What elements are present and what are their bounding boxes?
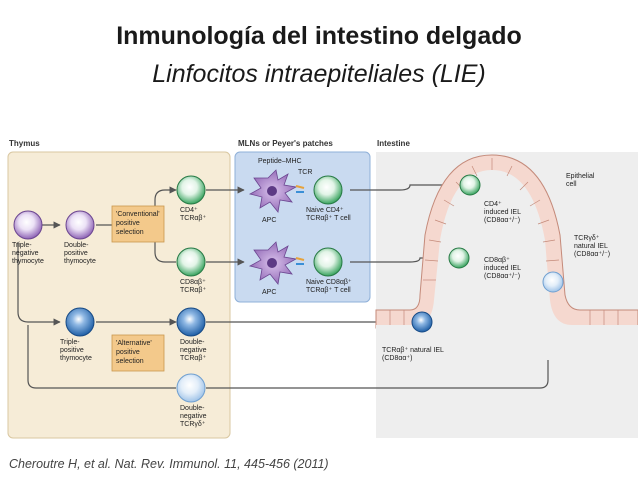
slide-subtitle: Linfocitos intraepiteliales (LIE) — [152, 60, 486, 88]
naive-cd8-t-cell — [313, 247, 343, 277]
epithelial-cell-dividers — [389, 158, 619, 325]
thymus-panel — [7, 151, 231, 439]
tcrgd-natural-iel — [542, 271, 564, 293]
intestine-section-label: Intestine — [377, 139, 410, 148]
villus-core — [376, 170, 638, 360]
peptide-mhc-label: Peptide–MHC — [258, 158, 302, 165]
cd8-iel-label: CD8αβ⁺induced IEL(CD8αα⁺/⁻) — [484, 257, 521, 280]
cd4-thymocyte — [176, 175, 206, 205]
citation: Cheroutre H, et al. Nat. Rev. Immunol. 1… — [9, 457, 329, 471]
cd4-induced-iel — [459, 174, 481, 196]
double-positive-thymocyte — [65, 210, 95, 240]
apc-label-2: APC — [262, 289, 276, 296]
apc-cd4 — [248, 169, 298, 213]
slide-title: Inmunología del intestino delgado — [116, 22, 522, 50]
apc-cd8 — [248, 241, 298, 285]
mln-section-label: MLNs or Peyer's patches — [238, 139, 333, 148]
alternative-selection-box — [111, 334, 165, 372]
cd8-cell-label: CD8αβ⁺TCRαβ⁺ — [180, 279, 206, 294]
cd4-iel-label: CD4⁺induced IEL(CD8αα⁺/⁻) — [484, 201, 521, 224]
triple-negative-thymocyte — [13, 210, 43, 240]
cd4-cell-label: CD4⁺TCRαβ⁺ — [180, 207, 206, 222]
thymus-section-label: Thymus — [9, 139, 40, 148]
naive-cd4-label: Naive CD4⁺TCRαβ⁺ T cell — [306, 207, 351, 222]
conventional-selection-box — [111, 205, 165, 243]
triple-positive-thymocyte — [65, 307, 95, 337]
double-negative-ab-thymocyte — [176, 307, 206, 337]
tcr-mhc-contacts — [295, 185, 305, 265]
gd-iel-label: TCRγδ⁺natural IEL(CD8αα⁺/⁻) — [574, 235, 610, 258]
apc-label-1: APC — [262, 217, 276, 224]
ab-iel-label: TCRαβ⁺ natural IEL(CD8αα⁺) — [382, 347, 444, 362]
naive-cd8-label: Naive CD8αβ⁺TCRαβ⁺ T cell — [306, 279, 352, 294]
tcr-label: TCR — [298, 169, 312, 176]
double-negative-gd-thymocyte — [176, 373, 206, 403]
iel-development-diagram: Thymus MLNs or Peyer's patches Intestine — [7, 139, 638, 439]
cd8ab-induced-iel — [448, 247, 470, 269]
cd8ab-thymocyte — [176, 247, 206, 277]
naive-cd4-t-cell — [313, 175, 343, 205]
tcrab-natural-iel — [411, 311, 433, 333]
